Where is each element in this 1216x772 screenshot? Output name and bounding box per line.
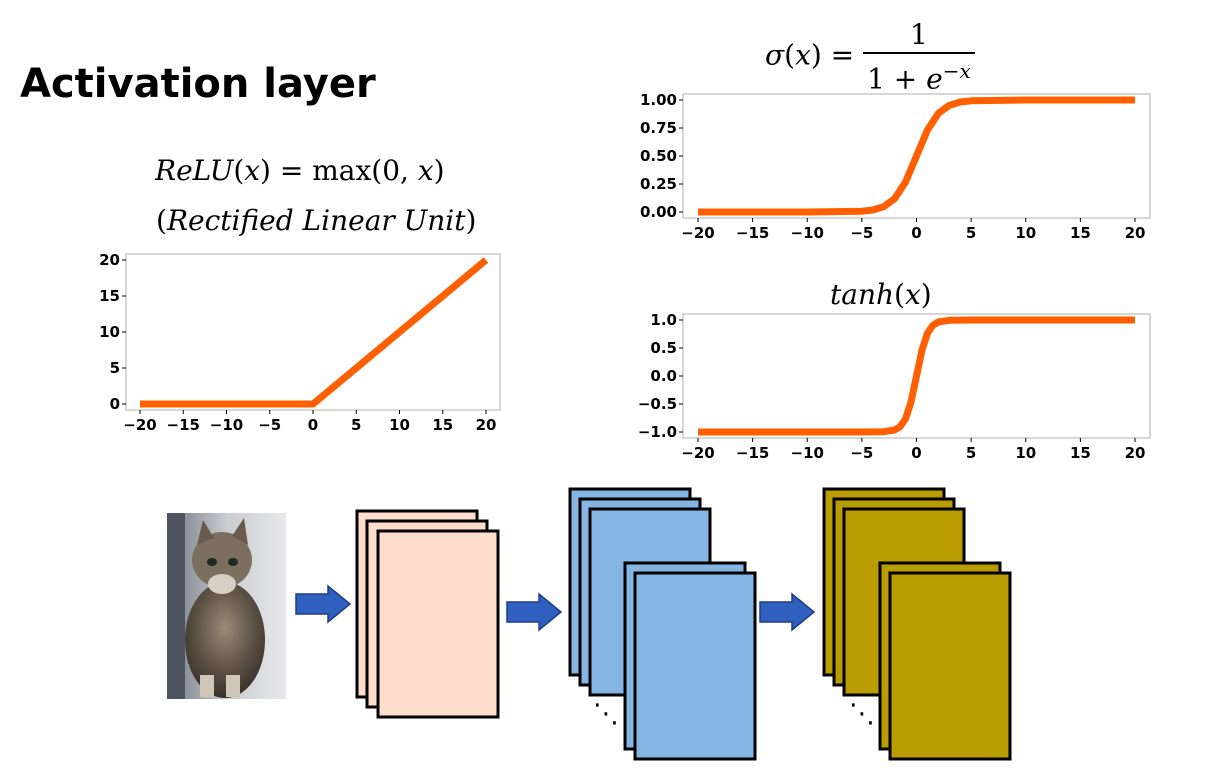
relu-close: ) (260, 154, 271, 187)
x-tick-label: −5 (850, 224, 873, 242)
y-tick-label: 15 (99, 287, 120, 305)
y-tick-label: −1.0 (638, 423, 677, 441)
tanh-open: ( (894, 278, 905, 311)
feature-map (633, 571, 757, 761)
feature-map (376, 529, 500, 719)
stage-3-ellipsis: ⋱ (849, 699, 875, 729)
y-tick-label: −0.5 (638, 395, 677, 413)
x-tick-label: −10 (791, 224, 824, 242)
x-tick-label: 15 (1070, 224, 1091, 242)
relu-chart-frame (125, 253, 501, 411)
x-tick-label: 0 (911, 224, 921, 242)
sigmoid-formula: σ(x) = 1 1 + e−x (765, 18, 975, 96)
y-tick-label: 0.0 (650, 367, 677, 385)
tanh-label: tanh (830, 278, 895, 311)
sigmoid-eq: ) = (810, 38, 855, 72)
arrow-3 (759, 592, 816, 632)
relu-chart-series-line (140, 257, 489, 408)
x-tick-label: −5 (850, 444, 873, 462)
x-tick-label: 15 (1070, 444, 1091, 462)
slide-title: Activation layer (20, 61, 376, 107)
stage-2-ellipsis: ⋱ (593, 699, 619, 729)
x-tick-label: 5 (966, 224, 976, 242)
x-tick-label: 5 (966, 444, 976, 462)
cat-photo (167, 513, 286, 699)
x-tick-label: −20 (681, 224, 714, 242)
y-tick-label: 0.00 (640, 203, 677, 221)
relu-name: (Rectified Linear Unit) (156, 204, 476, 238)
relu-var2: x (417, 154, 434, 187)
sigmoid-chart: −20 −15 −10 −5 0 5 10 15 20 0.00 0.25 0.50 0.75 1.00 (640, 91, 1151, 242)
x-tick-label: −15 (736, 444, 769, 462)
tanh-chart-series-line (698, 316, 1135, 436)
relu-end: ) (433, 154, 445, 187)
stage-2-feature-maps-b (623, 561, 757, 761)
y-tick-label: 1.0 (650, 311, 677, 329)
x-tick-label: −5 (258, 416, 281, 434)
x-tick-label: 20 (1125, 224, 1146, 242)
relu-var: x (244, 154, 261, 187)
arrow-1 (295, 584, 352, 624)
y-tick-label: 10 (99, 323, 120, 341)
x-tick-label: 20 (1125, 444, 1146, 462)
x-tick-label: 10 (1015, 224, 1036, 242)
x-tick-label: 10 (389, 416, 410, 434)
y-tick-label: 1.00 (640, 91, 677, 109)
x-tick-label: 20 (476, 416, 497, 434)
x-tick-label: −20 (681, 444, 714, 462)
sigmoid-fraction: 1 1 + e−x (863, 18, 975, 96)
y-tick-label: 0.25 (640, 175, 677, 193)
x-tick-label: −10 (791, 444, 824, 462)
relu-paren: ( (233, 154, 245, 187)
relu-lhs: ReLU (155, 154, 234, 187)
sigmoid-symbol: σ (765, 38, 785, 72)
tanh-chart: −20 −15 −10 −5 0 5 10 15 20 −1.0 −0.5 0.0 0.5 1.0 (638, 311, 1151, 462)
y-tick-label: 20 (99, 251, 120, 269)
x-tick-label: 0 (308, 416, 318, 434)
relu-name-close: ) (465, 204, 477, 237)
x-tick-label: −10 (210, 416, 243, 434)
x-tick-label: 10 (1015, 444, 1036, 462)
sigmoid-paren: ( (784, 38, 796, 72)
feature-map (888, 571, 1012, 761)
sigmoid-var: x (795, 38, 811, 72)
tanh-close: ) (920, 278, 932, 311)
sigmoid-numerator: 1 (910, 18, 928, 51)
x-tick-label: −15 (736, 224, 769, 242)
x-tick-label: −15 (167, 416, 200, 434)
y-tick-label: 0 (110, 395, 120, 413)
tanh-var: x (904, 278, 921, 311)
y-tick-label: 0.75 (640, 119, 677, 137)
relu-eq: = max(0, (270, 154, 418, 187)
relu-formula: ReLU(x) = max(0, x) (155, 154, 445, 188)
y-tick-label: 5 (110, 359, 120, 377)
relu-name-text: Rectified Linear Unit (166, 204, 466, 237)
x-tick-label: 5 (351, 416, 361, 434)
stage-3-feature-maps-b (878, 561, 1012, 761)
x-tick-label: 0 (911, 444, 921, 462)
sigmoid-denominator: 1 + e−x (863, 52, 975, 96)
y-tick-label: 0.5 (650, 339, 677, 357)
x-tick-label: −20 (123, 416, 156, 434)
sigmoid-chart-series-line (698, 96, 1135, 216)
arrow-2 (506, 592, 563, 632)
tanh-formula: tanh(x) (830, 278, 932, 312)
stage-1-feature-maps (355, 509, 500, 719)
relu-name-open: ( (156, 204, 167, 237)
y-tick-label: 0.50 (640, 147, 677, 165)
relu-chart: −20 −15 −10 −5 0 5 10 15 20 0 5 10 15 20 (99, 251, 501, 434)
x-tick-label: 15 (432, 416, 453, 434)
